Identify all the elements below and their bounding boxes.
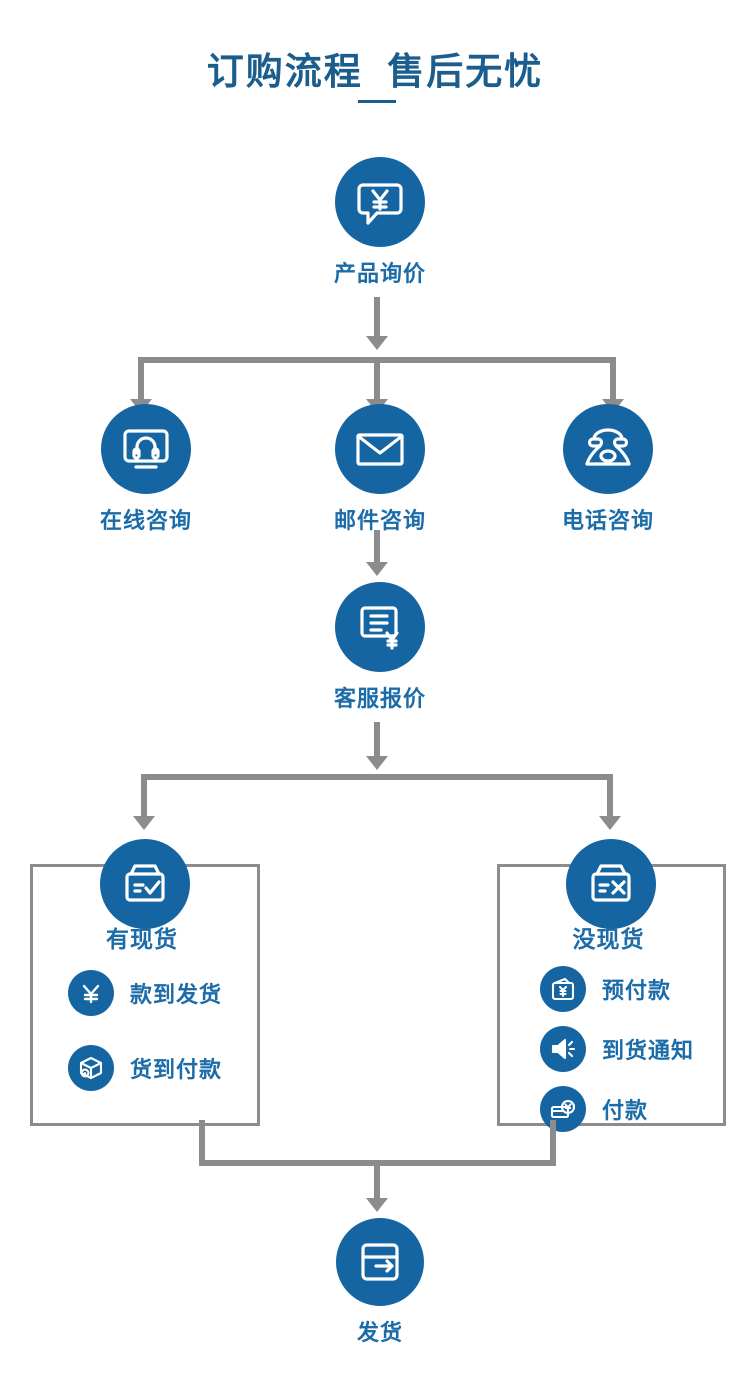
list-item-payment[interactable]: 付款 <box>540 1086 648 1132</box>
connector-split2-right-arrowhead <box>599 816 621 830</box>
title-underline <box>358 100 396 103</box>
envelope-icon-circle <box>335 404 425 494</box>
node-email-consult-label: 邮件咨询 <box>333 508 426 533</box>
speaker-icon <box>548 1034 578 1064</box>
list-item-payment-label: 付款 <box>602 1098 649 1123</box>
panel-in-stock-title: 有现货 <box>106 926 178 952</box>
node-ship[interactable]: 发货 <box>305 1218 455 1347</box>
list-item-cash-on-delivery[interactable]: 货到付款 <box>68 1045 222 1091</box>
node-online-consult[interactable]: 在线咨询 <box>71 404 221 535</box>
connector-split3-left-drop <box>138 357 144 403</box>
node-phone-consult-label: 电话咨询 <box>561 508 654 533</box>
node-ship-label: 发货 <box>356 1320 403 1345</box>
box-cross-icon <box>584 857 638 911</box>
speaker-icon-circle <box>540 1026 586 1072</box>
connector-split2-left-arrowhead <box>133 816 155 830</box>
document-yen-icon-circle <box>335 582 425 672</box>
connector-merge-arrowhead <box>366 1198 388 1212</box>
parcel-icon <box>76 1053 106 1083</box>
connector-email-to-quote-arrowhead <box>366 562 388 576</box>
connector-merge-left-drop <box>199 1120 205 1166</box>
page-title: 订购流程 售后无忧 <box>206 51 544 92</box>
connector-start-stem <box>374 297 380 339</box>
wallet-yen-icon-circle <box>540 966 586 1012</box>
telephone-icon-circle <box>563 404 653 494</box>
chat-bubble-yen-icon <box>353 175 407 229</box>
node-out-of-stock[interactable] <box>565 839 657 929</box>
list-item-prepayment[interactable]: 预付款 <box>540 966 671 1012</box>
connector-split3-right-drop <box>610 357 616 403</box>
node-start[interactable]: 产品询价 <box>305 157 455 288</box>
connector-merge-right-drop <box>550 1120 556 1166</box>
card-yen-icon <box>548 1094 578 1124</box>
node-email-consult[interactable]: 邮件咨询 <box>305 404 455 535</box>
yen-icon-circle <box>68 970 114 1016</box>
connector-merge-stem <box>374 1160 380 1202</box>
monitor-headset-icon-circle <box>101 404 191 494</box>
parcel-icon-circle <box>68 1045 114 1091</box>
box-check-icon-circle <box>100 839 190 929</box>
box-cross-icon-circle <box>566 839 656 929</box>
connector-email-to-quote-stem <box>374 530 380 566</box>
node-phone-consult[interactable]: 电话咨询 <box>533 404 683 535</box>
box-arrow-right-icon-circle <box>336 1218 424 1306</box>
connector-split2-left-drop <box>141 774 147 820</box>
node-in-stock[interactable] <box>99 839 191 929</box>
box-check-icon <box>118 857 172 911</box>
envelope-icon <box>353 422 407 476</box>
connector-split2-right-drop <box>607 774 613 820</box>
list-item-payment-before-ship[interactable]: 款到发货 <box>68 970 222 1016</box>
telephone-icon <box>580 421 636 477</box>
monitor-headset-icon <box>119 422 173 476</box>
wallet-yen-icon <box>548 974 578 1004</box>
connector-quote-stem <box>374 722 380 760</box>
connector-split2-bar <box>141 774 613 780</box>
document-yen-icon <box>353 600 407 654</box>
list-item-prepayment-label: 预付款 <box>602 978 672 1003</box>
node-quote-label: 客服报价 <box>333 686 426 711</box>
yen-icon <box>77 979 105 1007</box>
connector-split3-mid-drop <box>374 357 380 403</box>
node-start-label: 产品询价 <box>333 261 426 286</box>
node-quote[interactable]: 客服报价 <box>305 582 455 713</box>
list-item-cash-on-delivery-label: 货到付款 <box>130 1057 223 1082</box>
node-online-consult-label: 在线咨询 <box>99 508 192 533</box>
list-item-arrival-notice-label: 到货通知 <box>602 1038 695 1063</box>
connector-quote-arrowhead <box>366 756 388 770</box>
chat-bubble-yen-icon-circle <box>335 157 425 247</box>
connector-start-arrowhead <box>366 336 388 350</box>
card-yen-icon-circle <box>540 1086 586 1132</box>
list-item-payment-before-ship-label: 款到发货 <box>130 982 223 1007</box>
panel-out-of-stock-title: 没现货 <box>572 926 645 952</box>
list-item-arrival-notice[interactable]: 到货通知 <box>540 1026 694 1072</box>
box-arrow-right-icon <box>354 1236 406 1288</box>
